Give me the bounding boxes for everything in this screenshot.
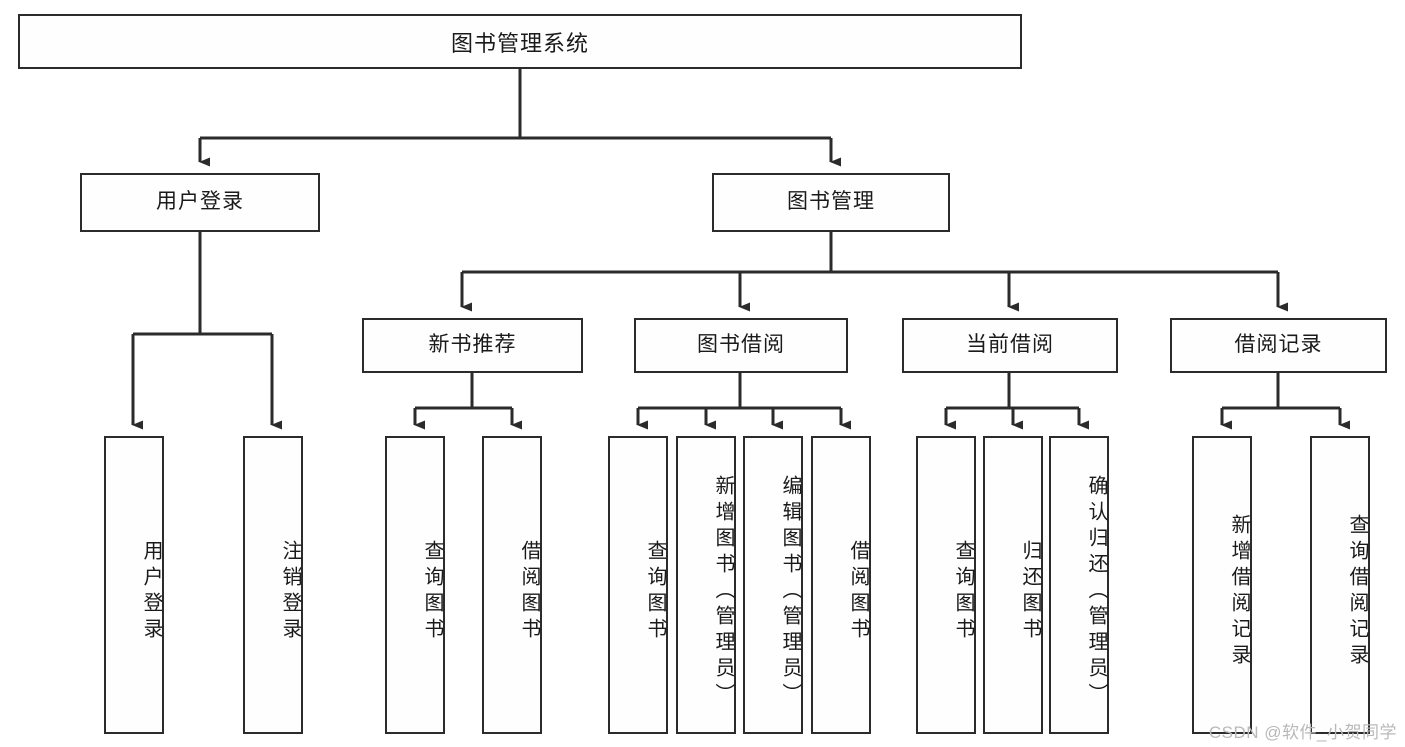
leaf-edit-book-admin-label: 编辑图书（管理员） <box>779 475 801 709</box>
node-borrow-record[interactable]: 借阅记录 <box>1170 318 1387 373</box>
node-current-borrow-label: 当前借阅 <box>966 333 1054 357</box>
leaf-query-book-current-label: 查询图书 <box>952 540 974 644</box>
leaf-borrow-book-newbook-label: 借阅图书 <box>518 540 540 644</box>
leaf-borrow-book-newbook[interactable]: 借阅图书 <box>482 436 542 734</box>
leaf-confirm-return-admin[interactable]: 确认归还（管理员） <box>1049 436 1109 734</box>
node-borrow-record-label: 借阅记录 <box>1234 333 1323 357</box>
leaf-borrow-book[interactable]: 借阅图书 <box>811 436 871 734</box>
node-new-book-recommend[interactable]: 新书推荐 <box>362 318 583 373</box>
leaf-add-book-admin[interactable]: 新增图书（管理员） <box>676 436 736 734</box>
leaf-user-login[interactable]: 用户登录 <box>104 436 164 734</box>
leaf-query-book-current[interactable]: 查询图书 <box>916 436 976 734</box>
watermark: CSDN @软件_小贺同学 <box>1208 723 1397 742</box>
node-new-book-recommend-label: 新书推荐 <box>428 333 517 357</box>
leaf-return-book-label: 归还图书 <box>1019 540 1041 644</box>
node-book-management-label: 图书管理 <box>787 190 875 214</box>
leaf-add-book-admin-label: 新增图书（管理员） <box>712 475 734 709</box>
leaf-add-borrow-record[interactable]: 新增借阅记录 <box>1192 436 1252 734</box>
node-book-borrow-label: 图书借阅 <box>697 333 785 357</box>
leaf-logout[interactable]: 注销登录 <box>243 436 303 734</box>
leaf-edit-book-admin[interactable]: 编辑图书（管理员） <box>743 436 803 734</box>
node-book-management[interactable]: 图书管理 <box>712 173 950 232</box>
leaf-query-book-newbook[interactable]: 查询图书 <box>385 436 445 734</box>
node-user-login[interactable]: 用户登录 <box>80 173 320 232</box>
leaf-return-book[interactable]: 归还图书 <box>983 436 1043 734</box>
leaf-user-login-label: 用户登录 <box>140 540 162 644</box>
leaf-query-book-borrow[interactable]: 查询图书 <box>608 436 668 734</box>
leaf-query-borrow-record[interactable]: 查询借阅记录 <box>1310 436 1370 734</box>
node-book-borrow[interactable]: 图书借阅 <box>634 318 848 373</box>
leaf-borrow-book-label: 借阅图书 <box>847 540 869 644</box>
node-current-borrow[interactable]: 当前借阅 <box>902 318 1118 373</box>
leaf-query-book-borrow-label: 查询图书 <box>644 540 666 644</box>
leaf-confirm-return-admin-label: 确认归还（管理员） <box>1085 475 1107 709</box>
node-root-label: 图书管理系统 <box>450 30 589 56</box>
leaf-query-borrow-record-label: 查询借阅记录 <box>1346 514 1368 670</box>
node-user-login-label: 用户登录 <box>156 190 244 214</box>
leaf-logout-label: 注销登录 <box>279 540 301 644</box>
leaf-add-borrow-record-label: 新增借阅记录 <box>1228 514 1250 670</box>
leaf-query-book-newbook-label: 查询图书 <box>421 540 443 644</box>
node-root[interactable]: 图书管理系统 <box>18 14 1022 69</box>
